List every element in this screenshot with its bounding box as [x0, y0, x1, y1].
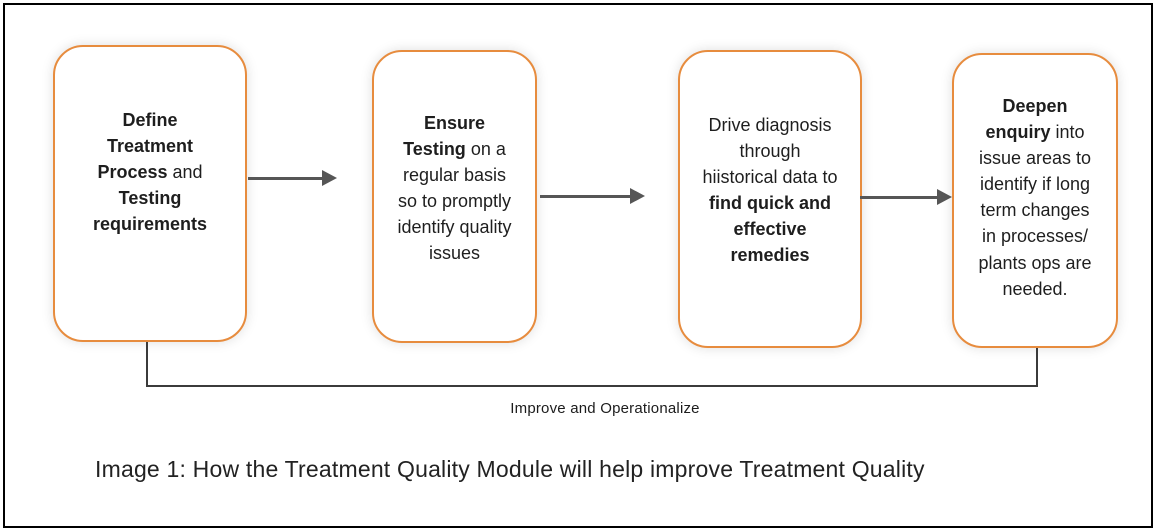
flow-box-define-treatment: Define Treatment Process and Testing req…: [53, 45, 247, 342]
feedback-line-left-vertical: [146, 342, 148, 387]
arrow-right-icon: [248, 170, 337, 186]
flow-box-drive-diagnosis: Drive diagnosis through hiistorical data…: [678, 50, 862, 348]
flow-box-define-treatment-text: Define Treatment Process and Testing req…: [55, 47, 245, 237]
text-segment: Ensure Testing: [403, 113, 486, 160]
text-segment: Deepen enquiry: [985, 96, 1068, 143]
arrow-head: [322, 170, 337, 186]
arrow-shaft: [248, 176, 322, 180]
flow-box-deepen-enquiry-text: Deepen enquiry into issue areas to ident…: [954, 55, 1116, 302]
feedback-line-right-vertical: [1036, 348, 1038, 387]
arrow-head: [630, 188, 645, 204]
text-segment: into issue areas to identify if long ter…: [978, 122, 1092, 299]
image-caption: Image 1: How the Treatment Quality Modul…: [95, 456, 925, 482]
feedback-label: Improve and Operationalize: [510, 400, 700, 417]
feedback-line-horizontal: [146, 385, 1038, 387]
arrow-head: [937, 189, 952, 205]
text-segment: on a regular basis so to promptly identi…: [397, 139, 512, 264]
text-segment: and: [167, 162, 203, 183]
arrow-right-icon: [860, 189, 952, 205]
flow-box-drive-diagnosis-text: Drive diagnosis through hiistorical data…: [680, 52, 860, 269]
text-segment: Drive diagnosis through hiistorical data…: [702, 115, 838, 188]
text-segment: Testing requirements: [92, 188, 208, 235]
flow-box-ensure-testing-text: Ensure Testing on a regular basis so to …: [374, 52, 535, 267]
arrow-shaft: [540, 194, 630, 198]
arrow-right-icon: [540, 188, 645, 204]
flow-box-deepen-enquiry: Deepen enquiry into issue areas to ident…: [952, 53, 1118, 348]
text-segment: find quick and effective remedies: [708, 193, 831, 266]
arrow-shaft: [860, 195, 937, 199]
text-segment: Define Treatment Process: [97, 110, 194, 183]
flow-box-ensure-testing: Ensure Testing on a regular basis so to …: [372, 50, 537, 343]
